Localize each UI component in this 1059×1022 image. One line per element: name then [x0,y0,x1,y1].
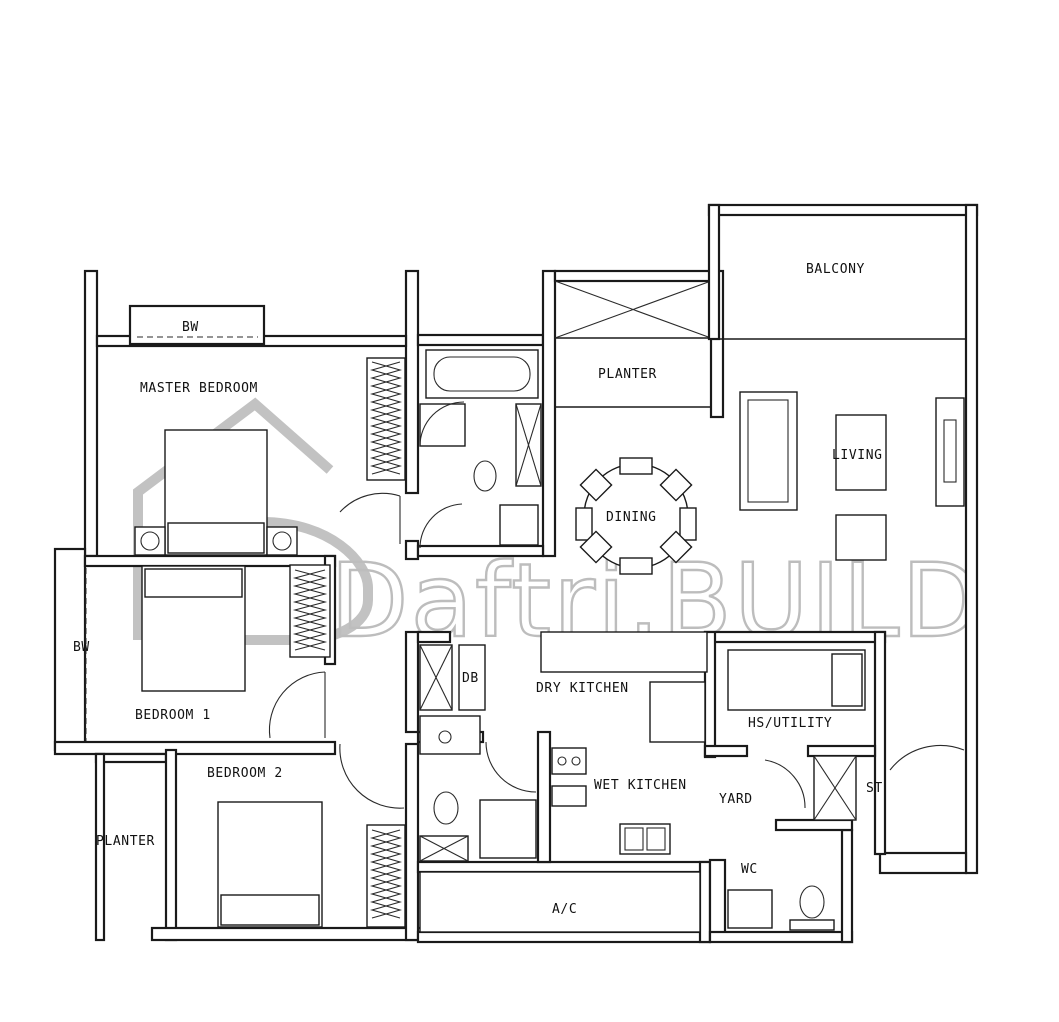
label-planter-bottom: PLANTER [96,834,155,849]
fixtures [134,349,965,933]
label-bedroom-1: BEDROOM 1 [135,708,211,723]
doors [268,492,965,809]
label-st: ST [866,781,883,796]
walls [53,203,979,944]
label-bw-top: BW [182,320,199,335]
label-wet-kitchen: WET KITCHEN [594,778,687,793]
label-living: LIVING [832,448,883,463]
label-dry-kitchen: DRY KITCHEN [536,681,629,696]
label-wc: WC [741,862,758,877]
label-master-bedroom: MASTER BEDROOM [140,381,258,396]
label-bedroom-2: BEDROOM 2 [207,766,283,781]
label-bw-left: BW [73,640,90,655]
label-yard: YARD [719,792,753,807]
room-labels: BALCONY BW PLANTER MASTER BEDROOM LIVING… [73,262,883,917]
label-dining: DINING [606,510,657,525]
label-planter-top: PLANTER [598,367,657,382]
label-db: DB [462,671,479,686]
label-balcony: BALCONY [806,262,865,277]
label-hs-utility: HS/UTILITY [748,716,832,731]
label-ac: A/C [552,902,577,917]
